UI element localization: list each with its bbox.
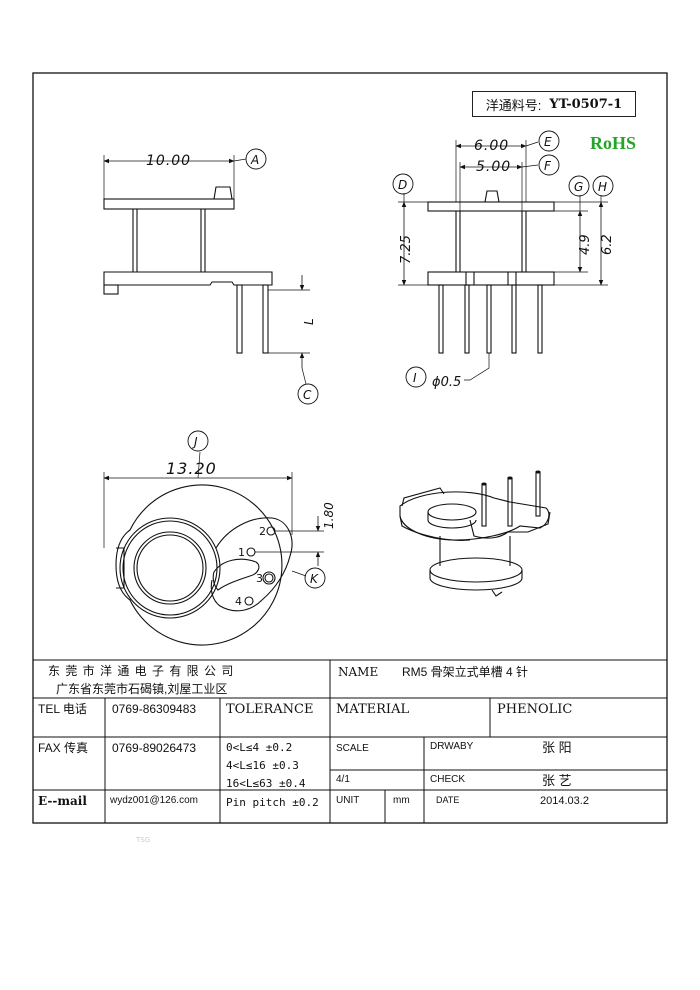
part-number-box: 洋通料号: YT-0507-1 <box>472 91 636 117</box>
material-label: MATERIAL <box>336 702 410 717</box>
callout-g-circle <box>568 175 590 197</box>
callout-f: F <box>544 159 552 173</box>
callout-a: A <box>250 153 259 167</box>
email-label: E--mail <box>38 794 87 808</box>
unit-value: mm <box>393 795 410 806</box>
callout-g: G <box>574 180 583 194</box>
pin-label-2: 2 <box>259 525 266 538</box>
callout-h-circle <box>592 175 614 197</box>
name-value: RM5 骨架立式单槽 4 针 <box>402 665 529 679</box>
tel-label: TEL 电话 <box>38 702 87 716</box>
side-view <box>398 140 608 381</box>
callout-k: K <box>310 572 319 586</box>
check-value: 张 艺 <box>542 773 572 788</box>
company-address: 广东省东莞市石碣镇,刘屋工业区 <box>56 682 228 696</box>
isometric-view <box>399 470 551 597</box>
dim-pin-dia: ϕ0.5 <box>432 375 461 390</box>
part-number-label: 洋通料号: <box>485 97 542 113</box>
fax-label: FAX 传真 <box>38 741 89 755</box>
pin-label-1: 1 <box>238 546 245 559</box>
dim-pin-length: L <box>302 318 316 325</box>
unit-label: UNIT <box>336 795 360 806</box>
callout-i: I <box>413 371 417 385</box>
callout-j-circle <box>187 430 209 452</box>
rohs-mark: RoHS <box>590 133 637 153</box>
callout-c-circle <box>297 383 319 405</box>
callout-f-circle <box>538 154 560 176</box>
tolerance-row-1: 0<L≤4 ±0.2 <box>226 741 293 754</box>
pin-label-4: 4 <box>235 595 242 608</box>
callout-e: E <box>544 135 552 149</box>
callout-i-circle <box>405 366 427 388</box>
dim-pin-pitch: 1.80 <box>322 502 336 529</box>
tolerance-row-2: 4<L≤16 ±0.3 <box>226 759 299 772</box>
material-value: PHENOLIC <box>497 702 573 717</box>
scale-value: 4/1 <box>336 774 350 785</box>
dim-e: 6.00 <box>474 138 509 154</box>
callout-k-circle <box>304 567 326 589</box>
date-value: 2014.03.2 <box>540 795 589 807</box>
scale-label: SCALE <box>336 743 369 754</box>
drawn-value: 张 阳 <box>542 740 572 755</box>
dim-height-d: 7.25 <box>399 235 414 264</box>
footer-mark: TSG <box>136 836 151 844</box>
callout-e-circle <box>538 130 560 152</box>
date-label: DATE <box>436 795 460 805</box>
dim-height-g: 4.9 <box>578 234 593 255</box>
title-block-grid <box>33 659 667 823</box>
dim-height-h: 6.2 <box>600 234 615 255</box>
callout-d-circle <box>392 173 414 195</box>
name-label: NAME <box>338 665 379 679</box>
tolerance-row-3: 16<L≤63 ±0.4 <box>226 777 306 790</box>
callout-d: D <box>398 178 407 192</box>
callout-c: C <box>303 388 312 402</box>
drawn-label: DRWABY <box>430 741 474 752</box>
check-label: CHECK <box>430 774 466 785</box>
drawing-frame <box>32 72 668 824</box>
pin-label-3: 3 <box>256 572 263 585</box>
callout-j: J <box>192 435 198 449</box>
email-value: wydz001@126.com <box>110 795 198 806</box>
callout-a-circle <box>245 148 267 170</box>
tolerance-row-4: Pin pitch ±0.2 <box>226 796 319 809</box>
front-view <box>103 155 310 385</box>
tolerance-label: TOLERANCE <box>226 702 314 717</box>
dim-diameter-j: 13.20 <box>166 459 217 478</box>
dim-f: 5.00 <box>476 159 511 175</box>
tel-value: 0769-86309483 <box>112 702 197 716</box>
dim-width-top: 10.00 <box>146 153 191 169</box>
company-name: 东 莞 市 洋 通 电 子 有 限 公 司 <box>48 664 235 678</box>
bottom-view <box>103 451 324 646</box>
callout-h: H <box>598 180 607 194</box>
fax-value: 0769-89026473 <box>112 741 197 755</box>
part-number-value: YT-0507-1 <box>549 96 623 112</box>
